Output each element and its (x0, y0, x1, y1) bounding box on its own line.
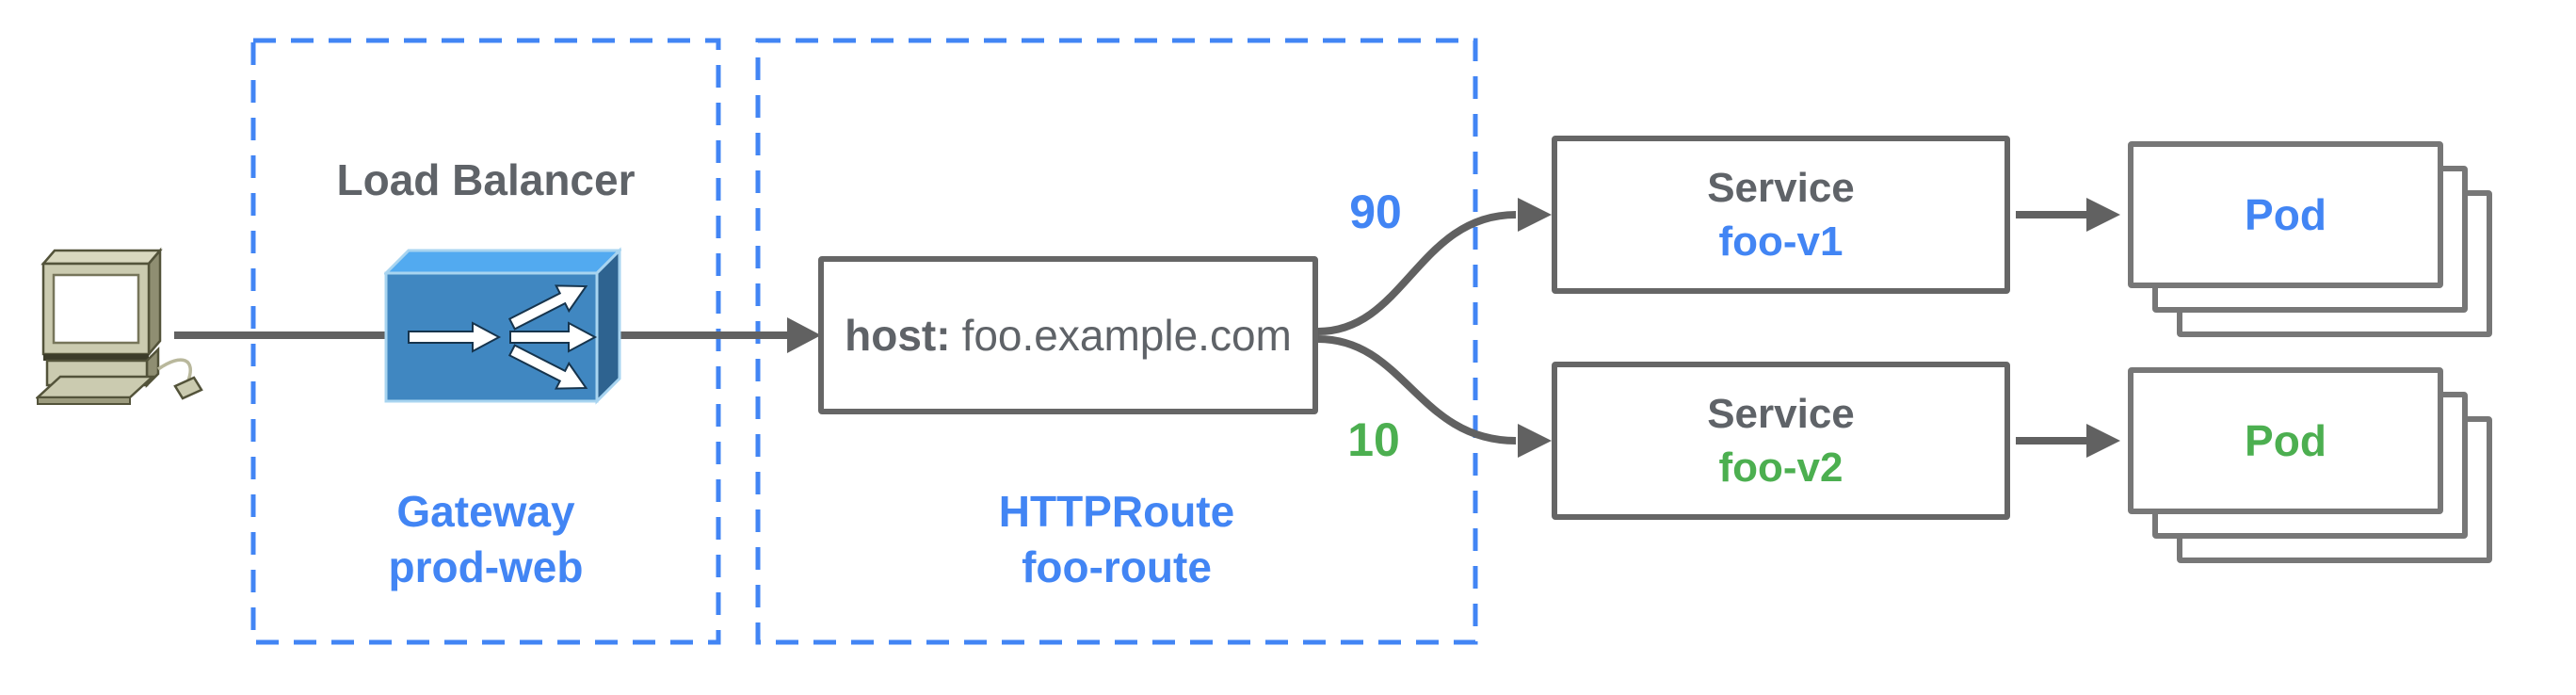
pod-card-front: Pod (2128, 141, 2443, 288)
pod-stack-v1: Pod (2128, 141, 2495, 341)
host-arrowhead-icon (787, 317, 821, 353)
load-balancer-icon (384, 247, 621, 405)
gateway-name: prod-web (388, 542, 584, 591)
pod-card-front: Pod (2128, 367, 2443, 514)
traffic-weight-90: 90 (1349, 186, 1402, 238)
httproute-kind: HTTPRoute (998, 487, 1235, 536)
httproute-name: foo-route (1022, 542, 1212, 591)
split-curve-to-service-v1 (1317, 211, 1517, 335)
gateway-dashed-boundary (250, 38, 721, 645)
traffic-weight-10: 10 (1347, 413, 1400, 466)
host-key: host: (845, 311, 951, 360)
service-v2-box: Service foo-v2 (1552, 362, 2010, 520)
gateway-kind: Gateway (396, 487, 575, 536)
desktop-computer-icon (36, 247, 203, 405)
host-value: foo.example.com (961, 311, 1292, 360)
service-v1-name: foo-v1 (1718, 218, 1843, 265)
service-v2-arrowhead-icon (1518, 424, 1552, 458)
pod-v2-label: Pod (2245, 416, 2326, 465)
load-balancer-title: Load Balancer (336, 155, 636, 204)
pod-v1-arrowhead-icon (2086, 198, 2120, 232)
service-v2-title: Service (1707, 391, 1855, 437)
service-v2-name: foo-v2 (1718, 444, 1843, 491)
httproute-dashed-boundary (755, 38, 1478, 645)
service-v1-title: Service (1707, 165, 1855, 211)
service-v1-box: Service foo-v1 (1552, 136, 2010, 294)
service-v1-arrowhead-icon (1518, 198, 1552, 232)
pod-v1-label: Pod (2245, 190, 2326, 239)
host-rule-box: host: foo.example.com (818, 256, 1318, 414)
pod-v2-arrowhead-icon (2086, 424, 2120, 458)
split-curve-to-service-v2 (1317, 335, 1517, 444)
pod-stack-v2: Pod (2128, 367, 2495, 567)
httproute-group-label: HTTPRoute foo-route (758, 484, 1475, 595)
gateway-group-label: Gateway prod-web (253, 484, 718, 595)
